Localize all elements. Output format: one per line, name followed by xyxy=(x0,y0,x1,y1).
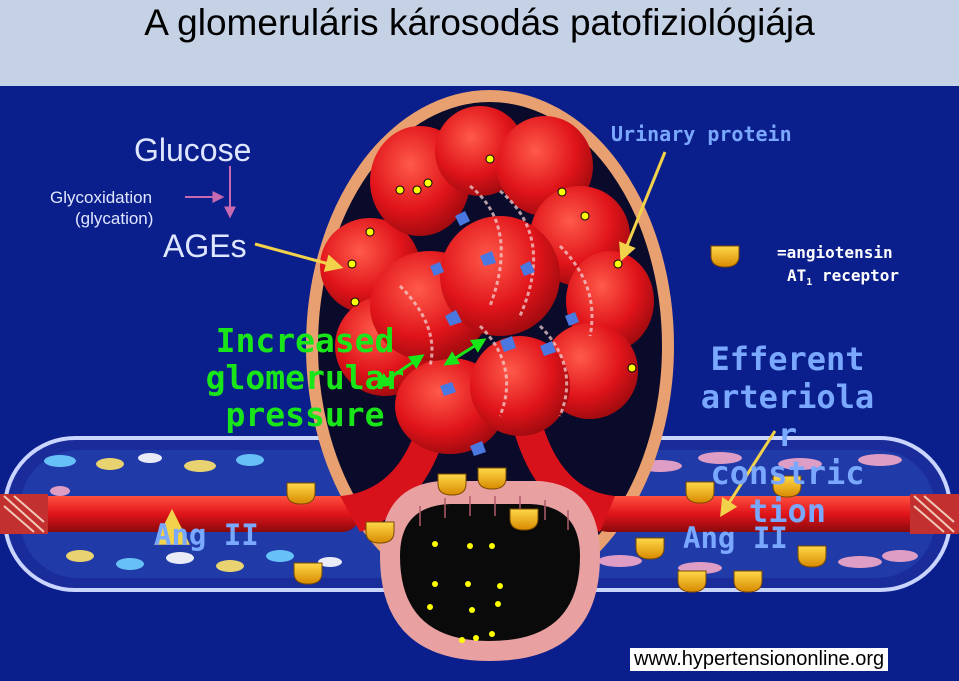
receptor-cup-icon xyxy=(734,571,762,592)
increased-pressure-label: Increased glomerular pressure xyxy=(195,322,415,433)
page-title: A glomeruláris károsodás patofiziológiáj… xyxy=(0,2,959,44)
receptor-cup-icon xyxy=(366,522,394,543)
receptor-cup-icon xyxy=(510,509,538,530)
receptor-cup-icon xyxy=(711,246,739,267)
receptor-cup-icon xyxy=(678,571,706,592)
receptor-cup-icon xyxy=(636,538,664,559)
diagram-stage: Glucose Glycoxidation (glycation) AGEs U… xyxy=(0,86,959,676)
receptor-cup-icon xyxy=(798,546,826,567)
urinary-protein-label: Urinary protein xyxy=(611,122,792,146)
glucose-label: Glucose xyxy=(134,132,251,169)
legend-receptor-label: AT1 receptor xyxy=(787,266,899,288)
glycation-label: (glycation) xyxy=(75,209,153,229)
ages-label: AGEs xyxy=(163,228,247,265)
glycoxidation-label: Glycoxidation xyxy=(50,188,152,208)
ang-ii-right-label: Ang II xyxy=(683,521,788,555)
receptor-cup-icon xyxy=(294,563,322,584)
ang-ii-left-label: Ang II xyxy=(154,518,259,552)
receptor-cup-icon xyxy=(478,468,506,489)
receptor-cup-icon xyxy=(287,483,315,504)
tubule-lumen xyxy=(400,504,580,641)
legend-angiotensin-label: =angiotensin xyxy=(777,243,893,262)
efferent-constriction-label: Efferent arteriola r constric tion xyxy=(690,340,885,530)
website-credit: www.hypertensiononline.org xyxy=(630,648,888,671)
receptor-cup-icon xyxy=(438,474,466,495)
